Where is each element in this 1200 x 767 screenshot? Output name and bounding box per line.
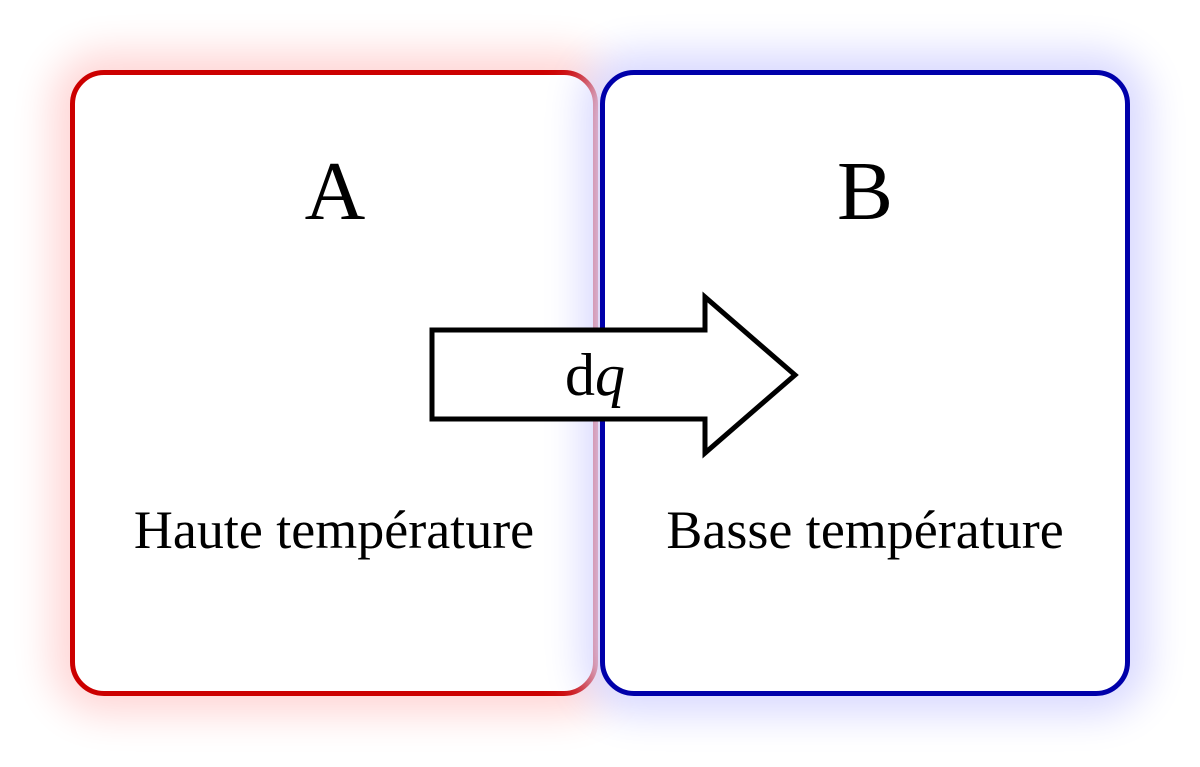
cold-body-letter: B — [836, 145, 894, 238]
heat-flow-label-symbol: q — [595, 342, 625, 408]
heat-flow-label: dq — [500, 345, 690, 405]
heat-flow-arrow-shape — [429, 291, 799, 459]
hot-body-caption: Haute température — [133, 500, 535, 560]
heat-flow-label-prefix: d — [565, 342, 595, 408]
cold-body-caption: Basse température — [666, 500, 1064, 560]
hot-body-letter: A — [304, 145, 366, 238]
